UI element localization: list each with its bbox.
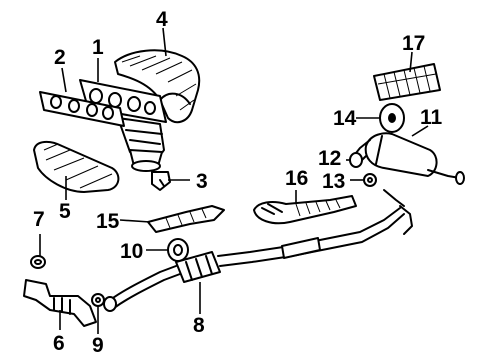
callout-4: 4 bbox=[156, 8, 168, 31]
callout-1: 1 bbox=[92, 36, 104, 59]
part-11-tail-pipe-muffler bbox=[351, 132, 465, 185]
part-9-gasket bbox=[91, 293, 105, 307]
part-2-manifold-gasket bbox=[39, 91, 125, 127]
callout-labels: 1 2 3 4 5 6 7 8 9 10 11 12 13 14 15 16 1… bbox=[33, 8, 443, 357]
callout-17: 17 bbox=[402, 32, 425, 55]
part-12-gasket bbox=[349, 152, 363, 168]
callout-11: 11 bbox=[420, 106, 443, 129]
leader-lines bbox=[39, 27, 429, 334]
part-10-gasket bbox=[167, 238, 189, 262]
part-4-manifold-heat-shield bbox=[114, 49, 201, 124]
part-16-heat-shield bbox=[253, 195, 357, 225]
part-5-lower-heat-shield bbox=[33, 140, 120, 193]
callout-3: 3 bbox=[196, 170, 208, 193]
callout-5: 5 bbox=[59, 200, 71, 223]
callout-10: 10 bbox=[120, 240, 143, 263]
part-7-gasket bbox=[30, 255, 46, 269]
callout-12: 12 bbox=[318, 147, 341, 170]
callout-15: 15 bbox=[96, 210, 120, 233]
part-6-front-pipe bbox=[23, 279, 117, 327]
callout-2: 2 bbox=[54, 46, 66, 69]
part-13-clamp-bolt bbox=[363, 173, 377, 187]
part-15-bracket bbox=[147, 205, 225, 233]
callout-8: 8 bbox=[193, 314, 205, 337]
callout-13: 13 bbox=[322, 170, 345, 193]
callout-9: 9 bbox=[92, 334, 104, 357]
part-1-exhaust-manifold bbox=[79, 79, 167, 172]
part-3-oxygen-sensor bbox=[151, 171, 171, 191]
part-17-heat-insulator bbox=[373, 63, 441, 101]
callout-14: 14 bbox=[333, 107, 357, 130]
callout-6: 6 bbox=[53, 332, 65, 355]
part-14-hanger-cushion bbox=[379, 103, 405, 133]
callout-7: 7 bbox=[33, 208, 45, 231]
callout-16: 16 bbox=[285, 167, 308, 190]
part-8-catalytic-converter-pipe bbox=[109, 189, 413, 309]
